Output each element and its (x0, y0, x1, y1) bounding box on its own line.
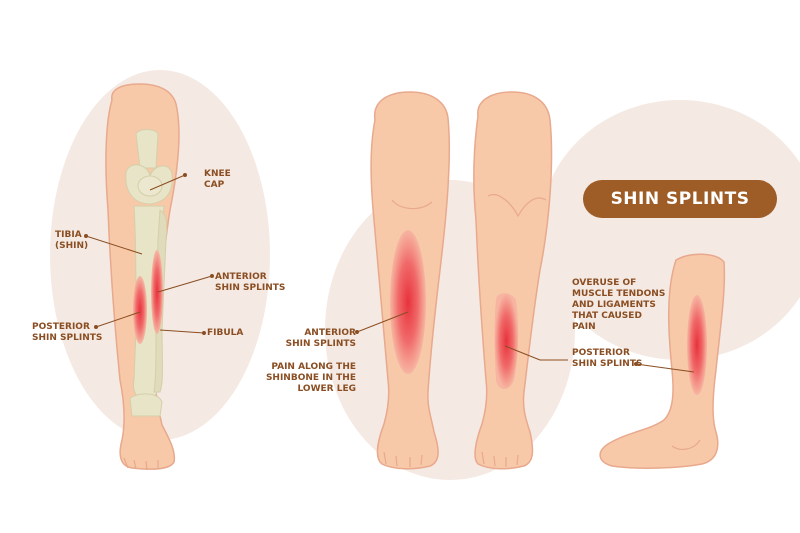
label-line: SHIN SPLINTS (215, 283, 286, 293)
label-tibia: TIBIA (SHIN) (55, 230, 88, 252)
label-line: MUSCLE TENDONS (572, 289, 666, 299)
label-line: SHIN SPLINTS (32, 333, 103, 343)
label-anterior-front: ANTERIOR SHIN SPLINTS (215, 272, 285, 294)
label-line: SHINBONE IN THE (265, 373, 356, 383)
label-line: FIBULA (207, 328, 244, 338)
label-line: KNEE (204, 169, 231, 179)
label-posterior-right: POSTERIOR SHIN SPLINTS (572, 348, 642, 370)
label-knee-cap: KNEE CAP (204, 169, 231, 191)
label-line: (SHIN) (55, 241, 89, 251)
label-line: POSTERIOR (32, 322, 90, 332)
label-overuse: OVERUSE OF MUSCLE TENDONS AND LIGAMENTS … (572, 278, 665, 333)
label-line: ANTERIOR (215, 272, 267, 282)
middle-leg-back-view (473, 91, 553, 470)
anterior-pain-area-middle (390, 230, 426, 374)
label-line: SHIN SPLINTS (285, 339, 356, 349)
label-fibula: FIBULA (207, 328, 243, 339)
leader-lines (84, 173, 695, 373)
posterior-pain-area-middle (494, 293, 519, 389)
anterior-pain-area-front (151, 250, 163, 334)
left-leg-skeleton-view (105, 83, 180, 471)
label-line: TIBIA (55, 230, 82, 240)
page-title: SHIN SPLINTS (610, 189, 750, 209)
title-pill: SHIN SPLINTS (583, 180, 777, 218)
label-line: POSTERIOR (572, 348, 630, 358)
label-pain-along: PAIN ALONG THE SHINBONE IN THE LOWER LEG (264, 362, 356, 395)
label-anterior-middle: ANTERIOR SHIN SPLINTS (280, 328, 356, 350)
label-line: AND LIGAMENTS (572, 300, 656, 310)
posterior-pain-area-front (133, 276, 147, 344)
label-line: ANTERIOR (304, 328, 356, 338)
background-blob-right (540, 100, 800, 360)
label-line: SHIN SPLINTS (572, 359, 643, 369)
label-posterior-front: POSTERIOR SHIN SPLINTS (32, 322, 102, 344)
right-leg-side-view (599, 253, 726, 469)
middle-leg-front-view (370, 91, 451, 470)
label-line: OVERUSE OF (572, 278, 637, 288)
label-line: LOWER LEG (297, 384, 356, 394)
label-line: PAIN ALONG THE (271, 362, 356, 372)
label-line: THAT CAUSED (572, 311, 642, 321)
label-line: CAP (204, 180, 225, 190)
label-line: PAIN (572, 322, 596, 332)
posterior-pain-area-side (687, 295, 707, 395)
